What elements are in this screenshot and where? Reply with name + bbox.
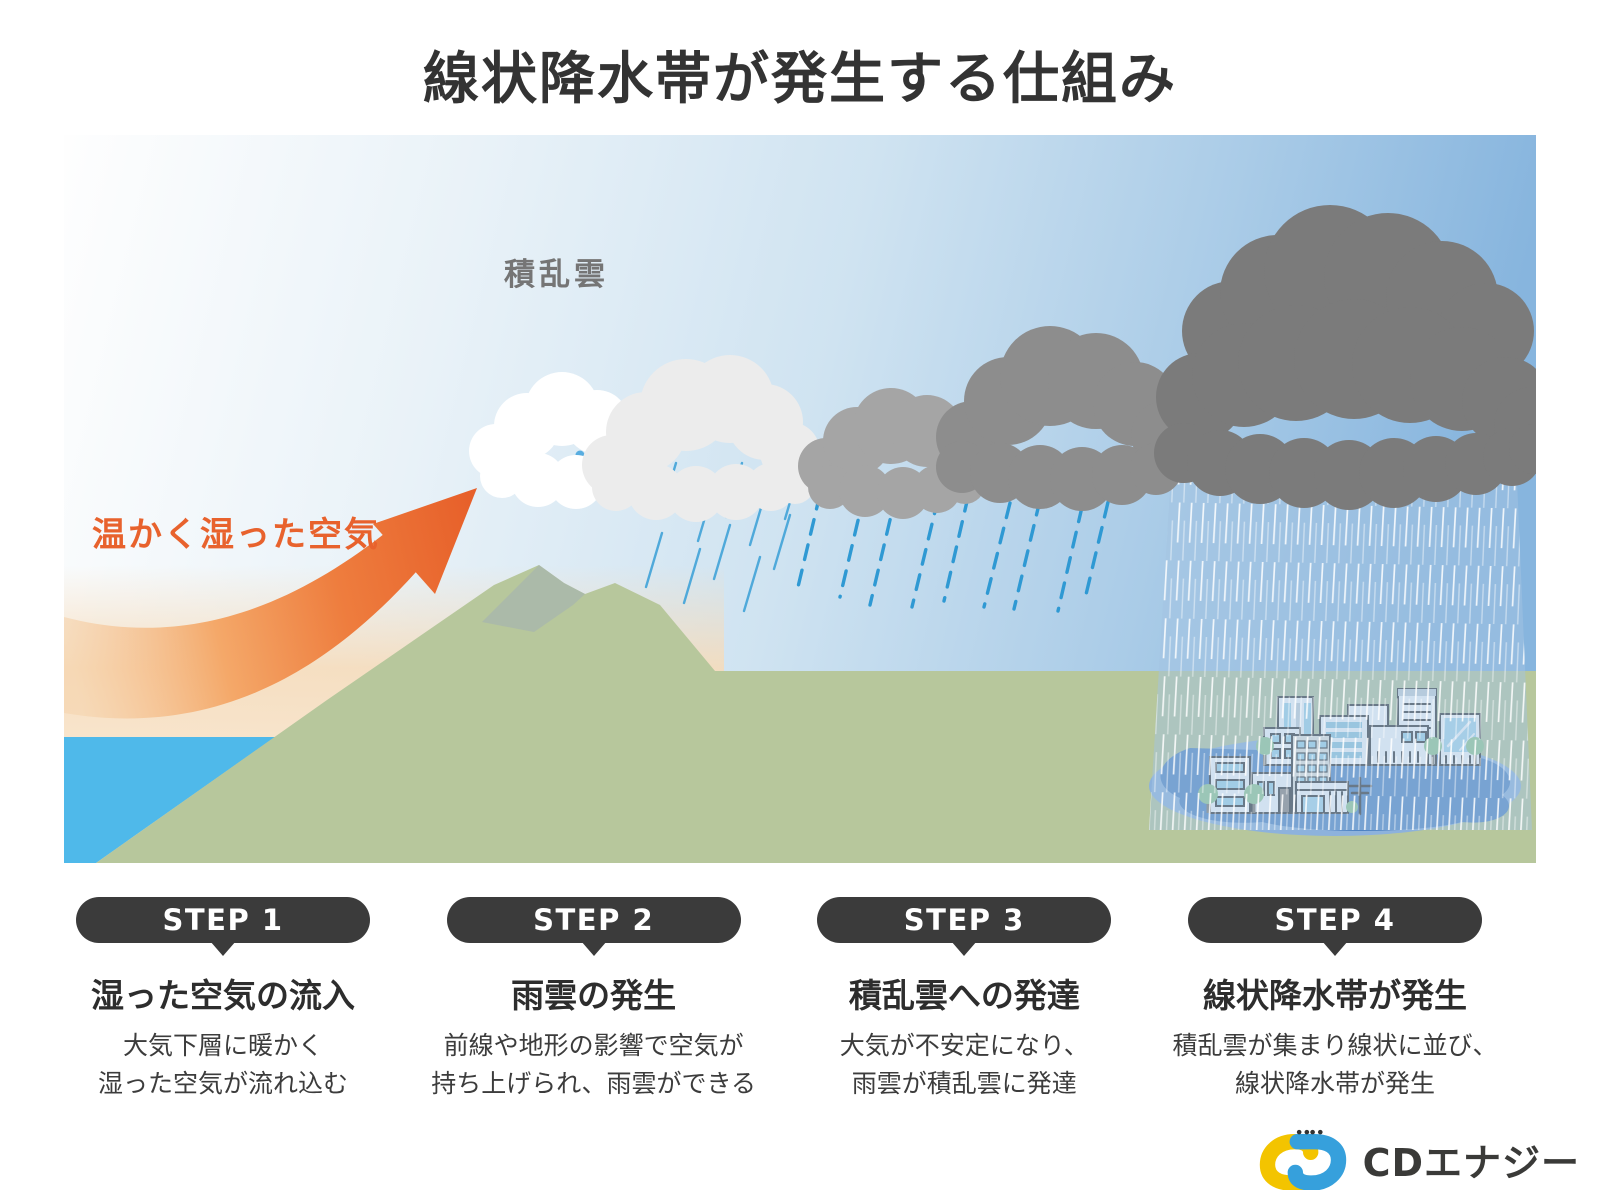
steps-row: STEP 1 湿った空気の流入 大気下層に暖かく 湿った空気が流れ込む STEP… [76, 897, 1497, 1102]
step-1: STEP 1 湿った空気の流入 大気下層に暖かく 湿った空気が流れ込む [76, 897, 370, 1102]
step-2: STEP 2 雨雲の発生 前線や地形の影響で空気が 持ち上げられ、雨雲ができる [431, 897, 756, 1102]
step-1-description: 大気下層に暖かく 湿った空気が流れ込む [97, 1031, 348, 1098]
logo-text: CDエナジー [1362, 1140, 1580, 1185]
step-1-badge: STEP 1 [76, 897, 370, 943]
weather-illustration: 積乱雲 温かく湿った空気 [64, 135, 1536, 863]
step-3-heading: 積乱雲への発達 [848, 976, 1080, 1015]
step-3-description: 大気が不安定になり、 雨雲が積乱雲に発達 [839, 1031, 1089, 1098]
sea [64, 737, 275, 863]
cloud-medium [798, 388, 990, 519]
step-4-heading: 線状降水帯が発生 [1202, 976, 1467, 1015]
cumulonimbus-label: 積乱雲 [504, 257, 609, 293]
page-title: 線状降水帯が発生する仕組み [423, 47, 1177, 112]
mountain-peak [482, 565, 585, 632]
step-3: STEP 3 積乱雲への発達 大気が不安定になり、 雨雲が積乱雲に発達 [817, 897, 1112, 1102]
heavy-rain [1149, 457, 1532, 830]
step-4-description: 積乱雲が集まり線状に並び、 線状降水帯が発生 [1172, 1031, 1498, 1098]
cloud-cumulonimbus [1154, 205, 1536, 510]
step-3-badge: STEP 3 [817, 897, 1112, 943]
medium-rain [796, 467, 1116, 613]
cloud-light [582, 355, 820, 522]
step-4-badge: STEP 4 [1187, 897, 1482, 943]
step-2-description: 前線や地形の影響で空気が 持ち上げられ、雨雲ができる [431, 1031, 757, 1098]
step-2-badge: STEP 2 [446, 897, 741, 943]
cd-energy-logo-icon [1259, 1129, 1346, 1190]
warm-air-arrow [64, 488, 477, 719]
step-1-heading: 湿った空気の流入 [91, 976, 355, 1015]
scene-svg [64, 135, 1536, 863]
warm-air-label: 温かく湿った空気 [92, 515, 380, 555]
step-2-heading: 雨雲の発生 [511, 976, 677, 1015]
company-logo: CDエナジー [1255, 1128, 1580, 1190]
step-4: STEP 4 線状降水帯が発生 積乱雲が集まり線状に並び、 線状降水帯が発生 [1172, 897, 1497, 1102]
